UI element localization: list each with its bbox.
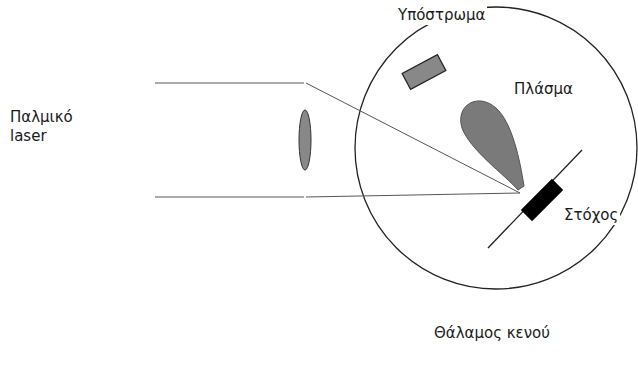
chamber-label: Θάλαμος κενού	[432, 324, 552, 343]
plasma-plume	[461, 101, 524, 190]
target-label: Στόχος	[562, 206, 620, 225]
substrate	[402, 55, 446, 90]
lens	[299, 110, 311, 170]
vacuum-chamber	[355, 7, 637, 289]
substrate-label: Υπόστρωμα	[396, 6, 487, 25]
laser-label: Παλμικό laser	[8, 108, 84, 146]
target	[521, 179, 563, 221]
plasma-label: Πλάσμα	[512, 80, 575, 99]
laser-beam	[306, 193, 520, 197]
laser-beam	[155, 197, 304, 198]
laser-beam	[155, 83, 304, 84]
